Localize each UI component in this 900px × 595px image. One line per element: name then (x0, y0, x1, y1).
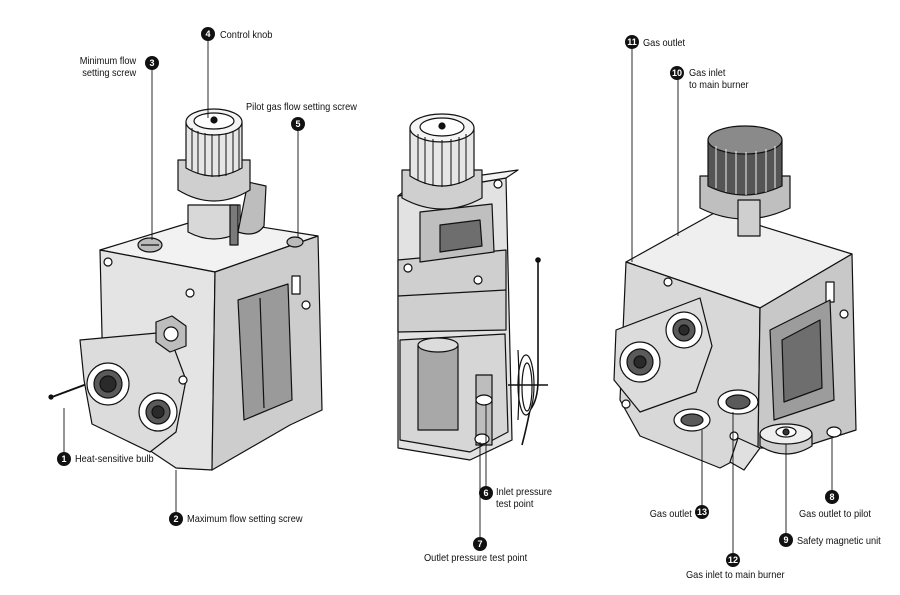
callout-5-number: 5 (291, 117, 305, 131)
callout-13-label: Gas outlet (649, 508, 692, 520)
callout-1-label: Heat-sensitive bulb (75, 453, 154, 465)
callout-4-label: Control knob (220, 29, 273, 41)
right-valve-drawing (613, 125, 857, 471)
callout-2-label: Maximum flow setting screw (187, 513, 303, 525)
callout-6-number: 6 (479, 486, 493, 500)
callout-7-label: Outlet pressure test point (424, 552, 528, 564)
callout-3-number: 3 (145, 56, 159, 70)
callout-5-label: Pilot gas flow setting screw (246, 101, 357, 113)
callout-12-label: Gas inlet to main burner (686, 569, 785, 581)
callout-6-label: Inlet pressure test point (496, 486, 552, 510)
middle-valve-drawing (397, 113, 548, 461)
callout-3-label: Minimum flow setting screw (79, 55, 136, 79)
left-valve-drawing (48, 108, 323, 471)
callout-8-label: Gas outlet to pilot (799, 508, 871, 520)
callout-8-number: 8 (825, 490, 839, 504)
callout-7-number: 7 (473, 537, 487, 551)
callout-12-number: 12 (726, 553, 740, 567)
callout-9-number: 9 (779, 533, 793, 547)
callout-4-number: 4 (201, 27, 215, 41)
callout-9-label: Safety magnetic unit (797, 535, 881, 547)
callout-10-number: 10 (670, 66, 684, 80)
callout-1-number: 1 (57, 452, 71, 466)
callout-2-number: 2 (169, 512, 183, 526)
callout-11-number: 11 (625, 35, 639, 49)
callout-10-label: Gas inlet to main burner (689, 67, 749, 91)
callout-11-label: Gas outlet (643, 37, 686, 49)
callout-13-number: 13 (695, 505, 709, 519)
